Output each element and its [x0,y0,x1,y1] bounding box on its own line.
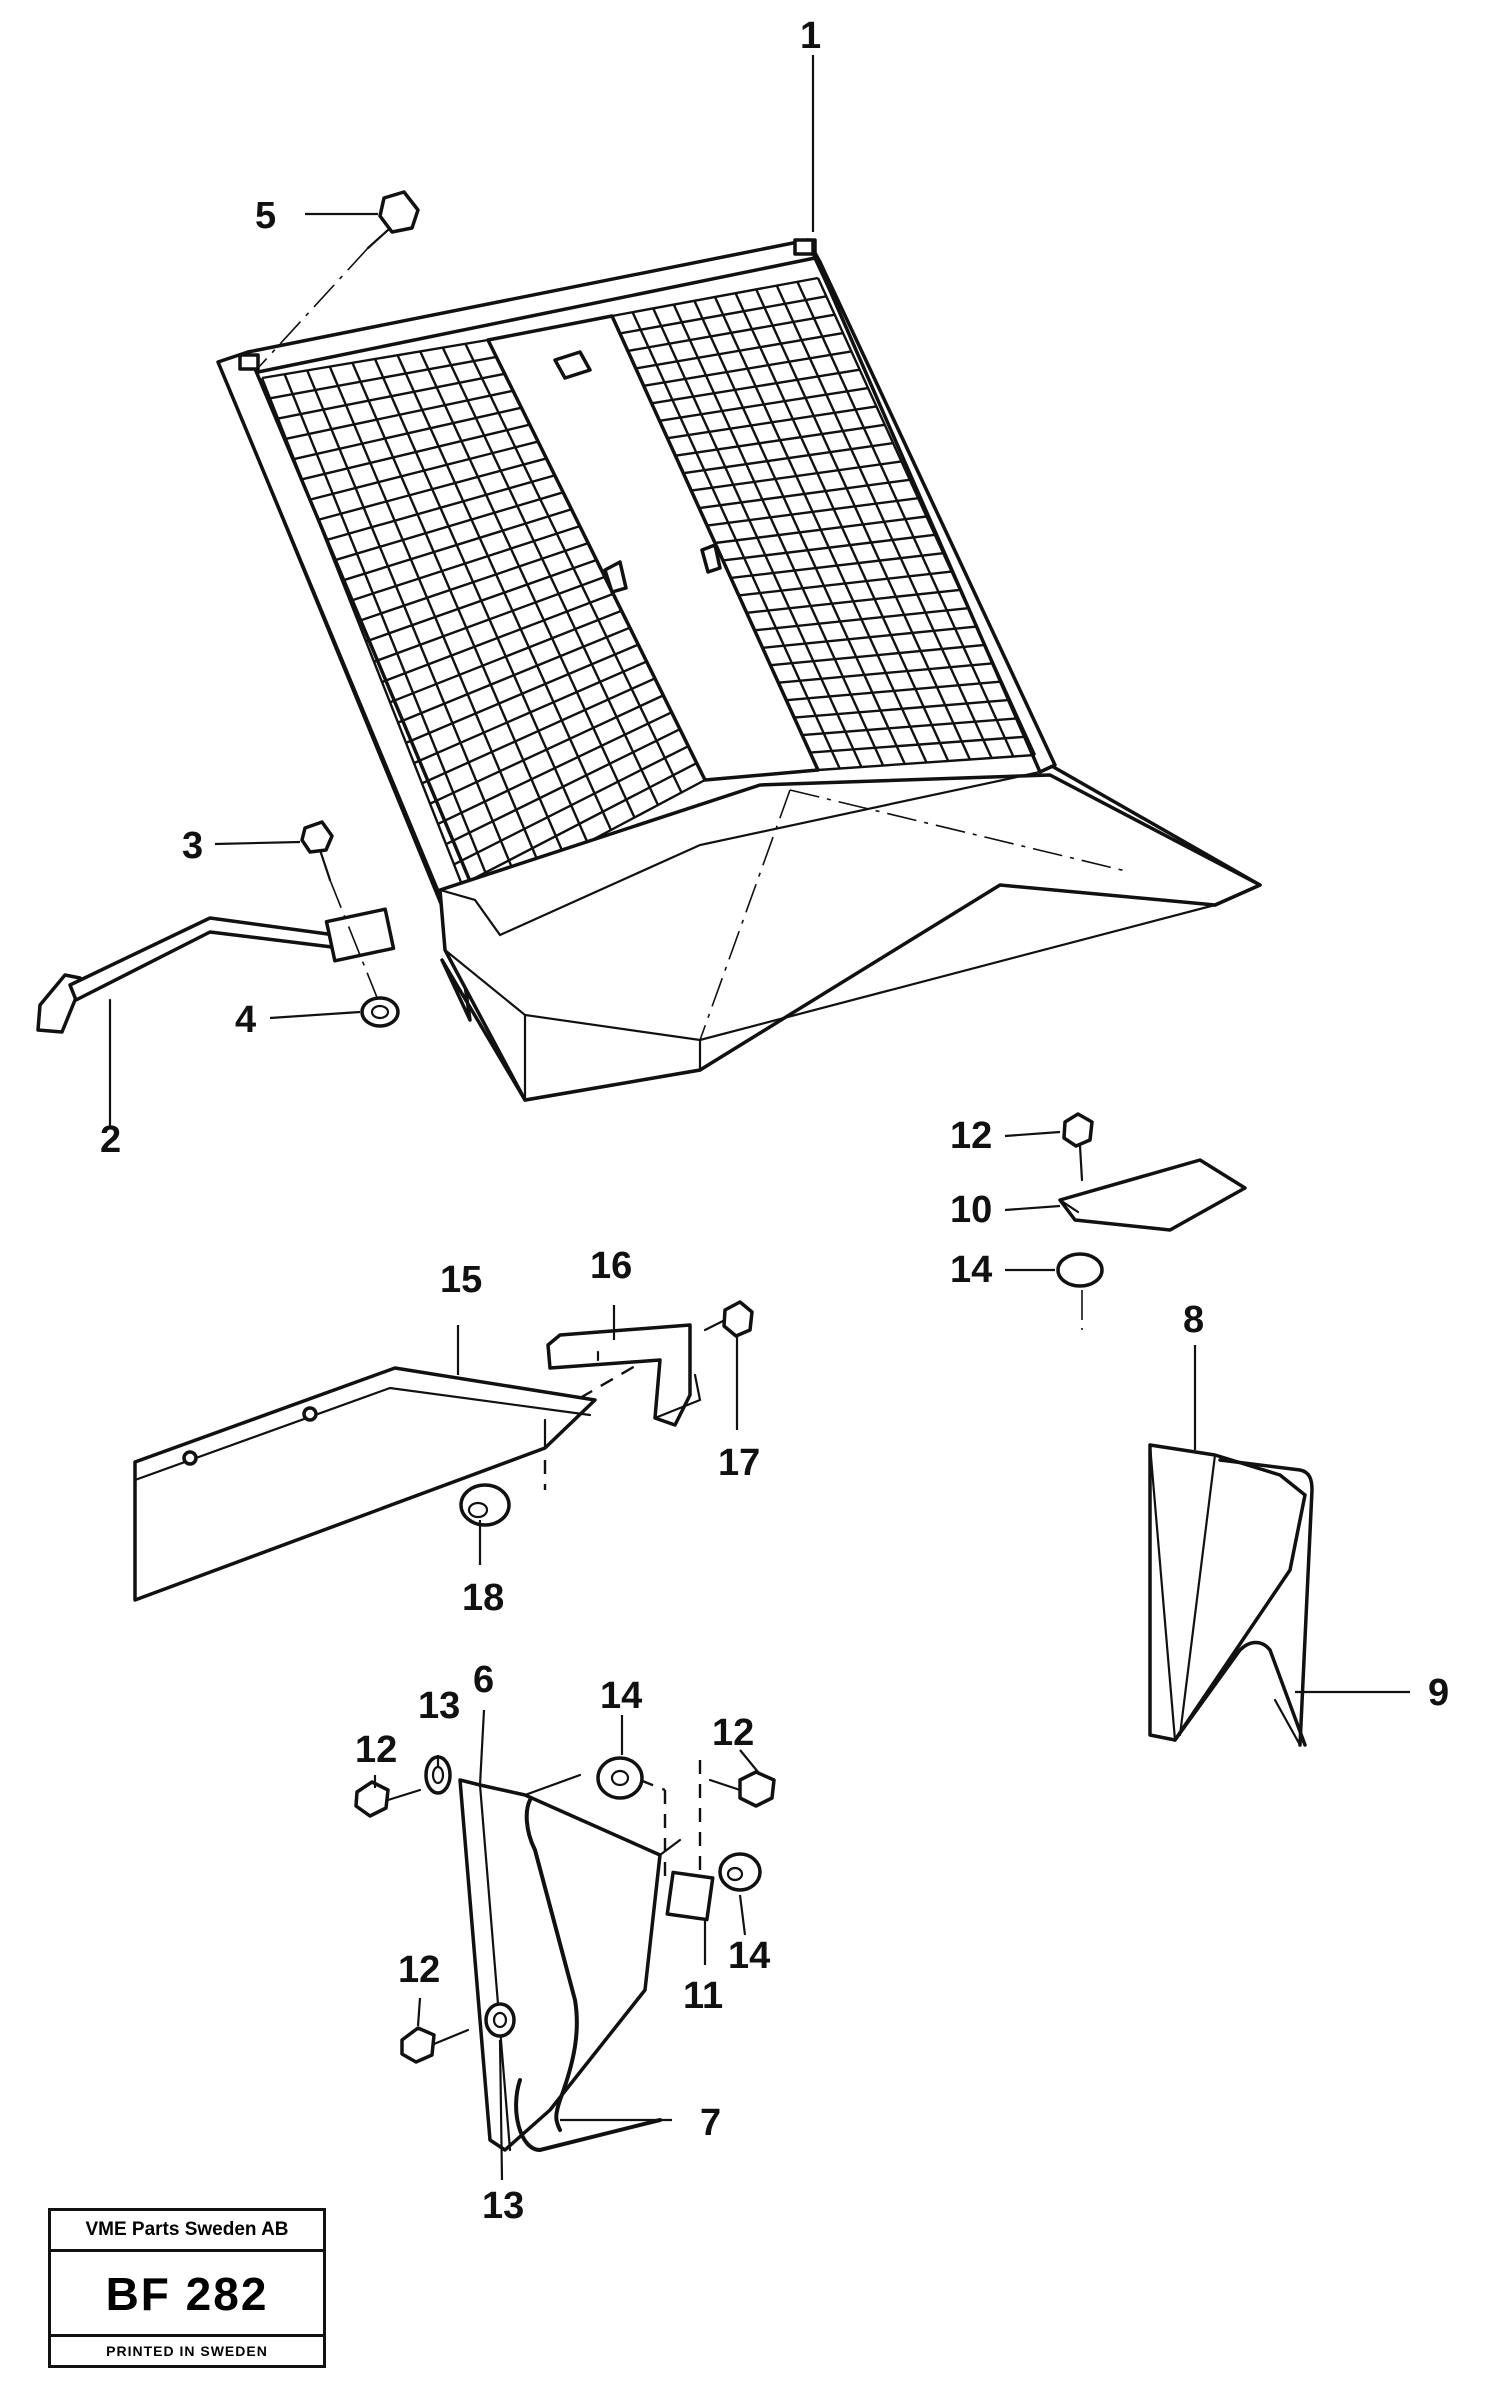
bottom-tray [438,773,1262,1102]
callout-18: 18 [462,1577,504,1619]
callout-9: 9 [1428,1672,1449,1714]
company-name: VME Parts Sweden AB [51,2211,323,2252]
callout-16: 16 [590,1245,632,1287]
bracket-6-assembly [458,1760,715,2153]
callout-4: 4 [235,999,256,1041]
nut-14-right [718,1852,762,1892]
bolt-12-left-upper [354,1780,422,1818]
bracket-10-assembly [1056,1112,1247,1330]
link-arm-2 [36,907,396,1127]
callout-14-top: 14 [950,1249,992,1291]
callout-12-left-upper: 12 [355,1729,397,1771]
callout-2: 2 [100,1119,121,1161]
callout-12-right: 12 [712,1712,754,1754]
right-grid-mesh [619,281,1027,769]
nut-18 [459,1460,547,1527]
callout-5: 5 [255,195,276,237]
nut-4 [360,996,400,1028]
bolt-17 [703,1300,754,1338]
bolt-3 [300,820,381,1006]
printed-note: PRINTED IN SWEDEN [51,2334,323,2365]
drawing-code: BF 282 [105,2268,269,2320]
bolt-5 [257,190,420,369]
bolt-12-left-lower [400,2026,470,2064]
side-guard-8 [1148,1443,1314,1747]
title-block: VME Parts Sweden AB BF 282 PRINTED IN SW… [48,2208,326,2368]
left-grid-mesh [269,343,698,893]
leader-lines [214,55,1410,2181]
callout-12-left-lower: 12 [398,1949,440,1991]
callout-13-top: 13 [418,1685,460,1727]
callout-7: 7 [700,2102,721,2144]
plate-15 [133,1338,681,1602]
callout-6: 6 [473,1659,494,1701]
bolt-12-right [708,1770,776,1808]
callout-13-bottom: 13 [482,2185,524,2227]
callout-3: 3 [182,825,203,867]
callout-12-top: 12 [950,1115,992,1157]
callout-10: 10 [950,1189,992,1231]
nut-14-upper [596,1756,644,1800]
bracket-16 [546,1323,702,1427]
callout-11: 11 [683,1975,723,2017]
callout-17: 17 [718,1442,760,1484]
callout-numbers: 1 5 3 4 2 12 10 14 15 16 17 18 8 9 6 13 … [100,15,1449,2227]
callout-8: 8 [1183,1299,1204,1341]
callout-15: 15 [440,1259,482,1301]
callout-14-mid: 14 [600,1675,642,1717]
grille-guard [216,238,1262,1102]
callout-14-right: 14 [728,1935,770,1977]
callout-1: 1 [800,15,821,57]
